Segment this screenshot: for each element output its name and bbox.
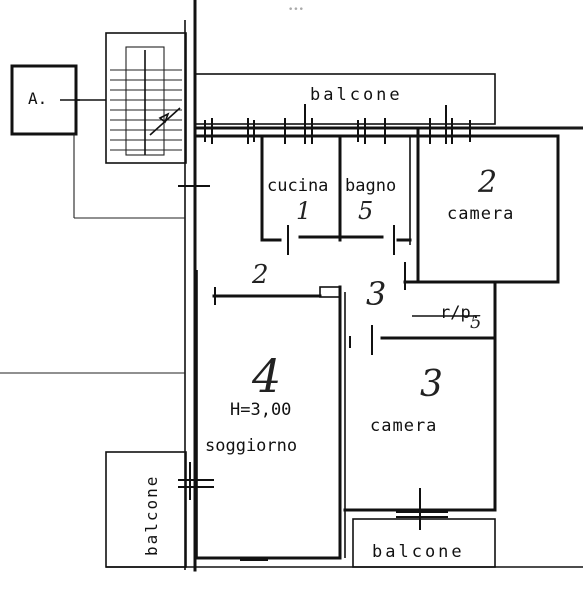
window-marks <box>178 104 471 561</box>
ceiling-height-label: H=3,00 <box>230 400 291 420</box>
bathroom-label: bagno <box>345 176 396 196</box>
menu-dots: ••• <box>288 5 304 15</box>
balcony-top-label: balcone <box>310 85 403 105</box>
balcony-left-label: balcone <box>142 475 161 556</box>
closet-label: r/p. <box>440 303 481 323</box>
bedroom-2-label: camera <box>447 204 514 224</box>
apartment-walls <box>193 126 583 560</box>
kitchen-label: cucina <box>267 176 328 196</box>
kitchen-number: 1 <box>296 197 311 225</box>
corridor-number: 3 <box>366 275 386 313</box>
bathroom-number: 5 <box>358 197 373 225</box>
staircase <box>105 32 187 164</box>
closet-number: 5 <box>470 312 481 333</box>
balcony-bottom-label: balcone <box>372 542 465 562</box>
bedroom-3-label: camera <box>370 416 437 436</box>
elevator-label: A. <box>28 89 47 108</box>
hall-number: 2 <box>251 260 269 290</box>
living-room-label: soggiorno <box>205 436 297 456</box>
living-room-number: 4 <box>251 349 281 403</box>
balcony-top <box>194 73 496 125</box>
bedroom-3-number: 3 <box>420 364 443 405</box>
elevator-shaft <box>10 64 106 136</box>
bedroom-2-number: 2 <box>477 165 497 200</box>
